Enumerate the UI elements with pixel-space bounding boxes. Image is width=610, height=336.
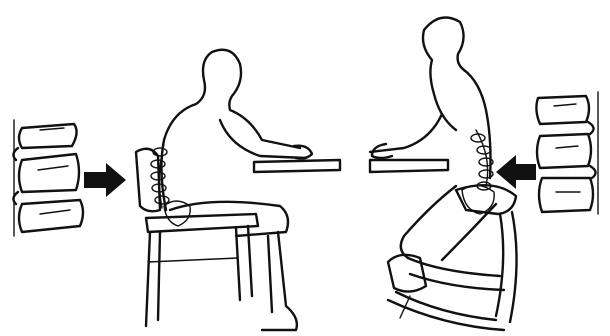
right-desk xyxy=(370,160,448,172)
left-vertebrae-callout xyxy=(13,120,83,236)
left-seated-figure xyxy=(136,50,312,330)
left-spine xyxy=(151,144,169,208)
left-desk xyxy=(254,160,340,172)
arrow-right-icon xyxy=(84,163,126,197)
right-kneeling-figure xyxy=(370,18,504,291)
right-vertebrae-callout xyxy=(536,92,598,214)
arrow-left-icon xyxy=(496,155,536,189)
standard-chair xyxy=(136,149,258,326)
